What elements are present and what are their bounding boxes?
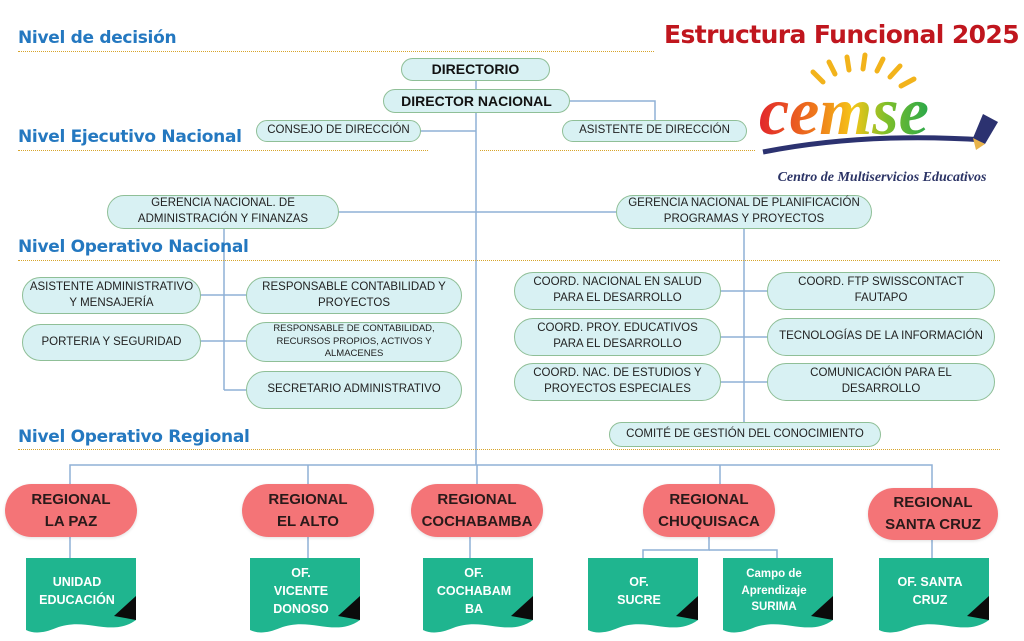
- node-tecnologias-informacion[interactable]: TECNOLOGÍAS DE LA INFORMACIÓN: [767, 318, 995, 356]
- node-coord-salud[interactable]: COORD. NACIONAL EN SALUD PARA EL DESARRO…: [514, 272, 721, 310]
- regional-santa-cruz[interactable]: REGIONAL SANTA CRUZ: [868, 488, 998, 540]
- node-porteria-seguridad[interactable]: PORTERIA Y SEGURIDAD: [22, 324, 201, 361]
- regional-cochabamba[interactable]: REGIONAL COCHABAMBA: [411, 484, 543, 537]
- level-heading-ejecutivo: Nivel Ejecutivo Nacional: [18, 127, 242, 147]
- document-shape-icon: [423, 558, 533, 633]
- logo-subtitle: Centro de Multiservicios Educativos: [777, 170, 987, 185]
- regional-chuquisaca[interactable]: REGIONAL CHUQUISACA: [643, 484, 775, 537]
- node-responsable-contabilidad-recursos[interactable]: RESPONSABLE DE CONTABILIDAD, RECURSOS PR…: [246, 322, 462, 362]
- office-sucre[interactable]: OF. SUCRE: [588, 558, 698, 636]
- node-responsable-contabilidad-proyectos[interactable]: RESPONSABLE CONTABILIDAD Y PROYECTOS: [246, 277, 462, 314]
- office-label: Campo de Aprendizaje SURIMA: [741, 567, 807, 614]
- document-shape-icon: [723, 558, 833, 633]
- office-santa-cruz[interactable]: OF. SANTA CRUZ: [879, 558, 989, 636]
- office-cochabamba[interactable]: OF. COCHABAM BA: [423, 558, 533, 636]
- node-gerencia-administracion[interactable]: GERENCIA NACIONAL. DE ADMINISTRACIÓN Y F…: [107, 195, 339, 229]
- logo-swoosh: [762, 135, 986, 155]
- node-coord-ftp-swisscontact[interactable]: COORD. FTP SWISSCONTACT FAUTAPO: [767, 272, 995, 310]
- connector-regional-bus: [69, 464, 933, 488]
- pencil-icon: [973, 114, 998, 150]
- level-heading-operativo-nacional: Nivel Operativo Nacional: [18, 237, 249, 257]
- level-heading-decision: Nivel de decisión: [18, 28, 177, 48]
- node-asistente-administrativo[interactable]: ASISTENTE ADMINISTRATIVO Y MENSAJERÍA: [22, 277, 201, 314]
- office-label: OF. SUCRE: [617, 574, 661, 607]
- connector-office-sucre: [642, 536, 710, 558]
- cemse-logo: cemse: [759, 52, 998, 155]
- node-coord-estudios[interactable]: COORD. NAC. DE ESTUDIOS Y PROYECTOS ESPE…: [514, 363, 721, 401]
- node-secretario-administrativo[interactable]: SECRETARIO ADMINISTRATIVO: [246, 371, 462, 409]
- level-divider: [18, 150, 428, 151]
- node-comunicacion-desarrollo[interactable]: COMUNICACIÓN PARA EL DESARROLLO: [767, 363, 995, 401]
- level-divider: [18, 260, 1000, 261]
- document-shape-icon: [588, 558, 698, 633]
- document-shape-icon: [250, 558, 360, 633]
- connector-asistente: [570, 100, 656, 121]
- level-divider: [18, 449, 1000, 450]
- office-unidad-educacion[interactable]: UNIDAD EDUCACIÓN: [26, 558, 136, 636]
- document-shape-icon: [26, 558, 136, 633]
- node-consejo-direccion[interactable]: CONSEJO DE DIRECCIÓN: [256, 120, 421, 142]
- office-surima[interactable]: Campo de Aprendizaje SURIMA: [723, 558, 833, 636]
- connector-office-surima: [709, 549, 778, 558]
- regional-la-paz[interactable]: REGIONAL LA PAZ: [5, 484, 137, 537]
- office-label: OF. SANTA CRUZ: [897, 574, 963, 607]
- sun-rays-icon: [810, 52, 917, 89]
- node-directorio[interactable]: DIRECTORIO: [401, 58, 550, 81]
- node-coord-proy-educativos[interactable]: COORD. PROY. EDUCATIVOS PARA EL DESARROL…: [514, 318, 721, 356]
- office-label: UNIDAD EDUCACIÓN: [39, 574, 115, 607]
- level-divider: [18, 51, 654, 52]
- regional-el-alto[interactable]: REGIONAL EL ALTO: [242, 484, 374, 537]
- page-title: Estructura Funcional 2025: [664, 20, 1020, 49]
- office-vicente-donoso[interactable]: OF. VICENTE DONOSO: [250, 558, 360, 636]
- node-gerencia-planificacion[interactable]: GERENCIA NACIONAL DE PLANIFICACIÓN PROGR…: [616, 195, 872, 229]
- document-shape-icon: [879, 558, 989, 633]
- level-divider: [480, 150, 755, 151]
- node-comite-gestion[interactable]: COMITÉ DE GESTIÓN DEL CONOCIMIENTO: [609, 422, 881, 447]
- office-label: OF. VICENTE DONOSO: [273, 565, 329, 617]
- office-label: OF. COCHABAM BA: [436, 565, 512, 617]
- node-director-nacional[interactable]: DIRECTOR NACIONAL: [383, 89, 570, 113]
- node-asistente-direccion[interactable]: ASISTENTE DE DIRECCIÓN: [562, 120, 747, 142]
- level-heading-operativo-regional: Nivel Operativo Regional: [18, 427, 250, 447]
